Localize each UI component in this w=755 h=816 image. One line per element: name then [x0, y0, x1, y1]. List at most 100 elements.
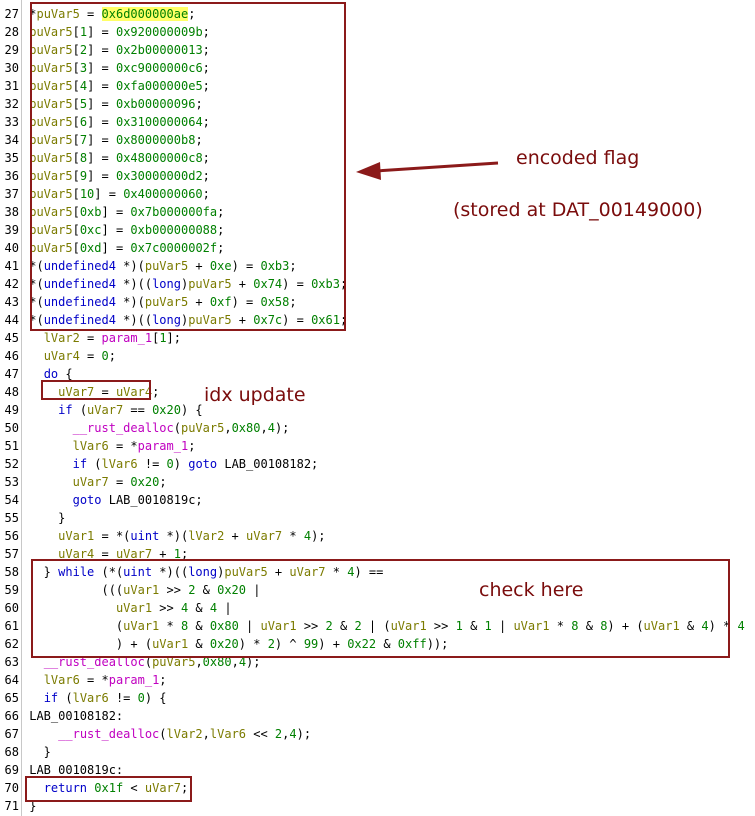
number-token: 0x22	[347, 637, 377, 651]
code-text: }	[29, 565, 59, 579]
line-number: 66	[4, 709, 19, 723]
code-text: +	[231, 277, 254, 291]
code-line[interactable]: *(undefined4 *)(puVar5 + 0xe) = 0xb3;	[22, 257, 296, 275]
code-text: ) =	[282, 277, 312, 291]
code-line[interactable]: lVar6 = *param_1;	[22, 437, 196, 455]
code-line[interactable]: puVar5[1] = 0x920000009b;	[22, 23, 210, 41]
code-line[interactable]: goto LAB_0010819c;	[22, 491, 203, 509]
number-token: 5	[79, 97, 88, 111]
variable-token: puVar5	[29, 115, 73, 129]
code-line[interactable]: }	[22, 797, 36, 815]
check-here-box	[31, 559, 730, 658]
number-token: 0x80	[231, 421, 261, 435]
code-line[interactable]: }	[22, 509, 65, 527]
code-line[interactable]: puVar5[6] = 0x3100000064;	[22, 113, 210, 131]
code-line[interactable]: *puVar5 = 0x6d000000ae;	[22, 5, 195, 23]
code-text: [	[72, 25, 80, 39]
number-token: 0xff	[397, 637, 427, 651]
code-line[interactable]: LAB_00108182:	[22, 707, 123, 725]
code-line[interactable]: __rust_dealloc(lVar2,lVar6 << 2,4);	[22, 725, 311, 743]
code-text: (((	[29, 583, 124, 597]
code-line[interactable]: __rust_dealloc(puVar5,0x80,4);	[22, 419, 290, 437]
code-line[interactable]: puVar5[0xb] = 0x7b000000fa;	[22, 203, 224, 221]
line-number: 32	[4, 97, 19, 111]
code-line[interactable]: *(undefined4 *)(puVar5 + 0xf) = 0x58;	[22, 293, 296, 311]
code-text: );	[311, 529, 326, 543]
code-line[interactable]: puVar5[5] = 0xb00000096;	[22, 95, 202, 113]
code-line[interactable]: if (lVar6 != 0) goto LAB_00108182;	[22, 455, 319, 473]
code-text: ,	[282, 727, 290, 741]
variable-token: lVar2	[188, 529, 225, 543]
code-text: *	[159, 619, 181, 633]
code-line[interactable]: uVar7 = 0x20;	[22, 473, 167, 491]
code-line[interactable]: puVar5[2] = 0x2b00000013;	[22, 41, 210, 59]
code-line[interactable]: do {	[22, 365, 73, 383]
code-line[interactable]: if (uVar7 == 0x20) {	[22, 401, 203, 419]
code-line[interactable]: *(undefined4 *)((long)puVar5 + 0x74) = 0…	[22, 275, 347, 293]
code-line[interactable]: lVar6 = *param_1;	[22, 671, 167, 689]
code-text: (	[72, 403, 88, 417]
code-line[interactable]: puVar5[0xc] = 0xb000000088;	[22, 221, 224, 239]
number-token: 2	[188, 583, 196, 597]
code-line[interactable]: (((uVar1 >> 2 & 0x20 |	[22, 581, 260, 599]
variable-token: uVar7	[58, 385, 95, 399]
variable-token: uVar7	[115, 547, 153, 561]
code-text: &	[188, 637, 210, 651]
code-text: ] =	[101, 205, 131, 219]
number-token: 7	[79, 133, 88, 147]
code-line[interactable]: __rust_dealloc(puVar5,0x80,4);	[22, 653, 261, 671]
code-text: ) ^	[274, 637, 304, 651]
code-text: ] =	[87, 133, 116, 147]
code-line[interactable]: } while (*(uint *)((long)puVar5 + uVar7 …	[22, 563, 384, 581]
keyword-token: while	[58, 565, 95, 579]
code-text	[29, 349, 43, 363]
code-line[interactable]: uVar4 = uVar7 + 1;	[22, 545, 188, 563]
line-number: 48	[4, 385, 19, 399]
code-line[interactable]: puVar5[3] = 0xc9000000c6;	[22, 59, 210, 77]
variable-token: puVar5	[144, 259, 189, 273]
code-line[interactable]: puVar5[4] = 0xfa000000e5;	[22, 77, 210, 95]
number-token: 8	[180, 619, 189, 633]
number-token: 2	[79, 43, 88, 57]
number-token: 4	[737, 619, 745, 633]
code-line[interactable]: (uVar1 * 8 & 0x80 | uVar1 >> 2 & 2 | (uV…	[22, 617, 745, 635]
variable-token: lVar2	[166, 727, 203, 741]
code-line[interactable]: uVar1 = *(uint *)(lVar2 + uVar7 * 4);	[22, 527, 326, 545]
variable-token: uVar1	[152, 637, 189, 651]
code-line[interactable]: LAB_0010819c:	[22, 761, 123, 779]
code-line[interactable]: return 0x1f < uVar7;	[22, 779, 189, 797]
number-token: 2	[267, 637, 275, 651]
code-line[interactable]: *(undefined4 *)((long)puVar5 + 0x7c) = 0…	[22, 311, 347, 329]
code-line[interactable]: uVar4 = 0;	[22, 347, 116, 365]
code-line[interactable]: if (lVar6 != 0) {	[22, 689, 167, 707]
code-line[interactable]: lVar2 = param_1[1];	[22, 329, 181, 347]
keyword-token: if	[43, 691, 59, 705]
code-text: LAB_00108182:	[29, 709, 124, 723]
number-token: 0xf	[209, 295, 232, 309]
code-text: [	[72, 151, 80, 165]
code-line[interactable]: puVar5[8] = 0x48000000c8;	[22, 149, 210, 167]
code-line[interactable]: puVar5[9] = 0x30000000d2;	[22, 167, 210, 185]
code-text: = *	[108, 439, 138, 453]
code-line[interactable]: uVar1 >> 4 & 4 |	[22, 599, 232, 617]
code-text: (	[144, 655, 153, 669]
code-line[interactable]: ) + (uVar1 & 0x20) * 2) ^ 99) + 0x22 & 0…	[22, 635, 448, 653]
code-text: &	[376, 637, 398, 651]
code-line[interactable]: }	[22, 743, 51, 761]
code-text	[29, 403, 58, 417]
code-text: =	[79, 349, 102, 363]
code-text: ;	[202, 25, 210, 39]
keyword-token: goto	[188, 457, 218, 471]
code-text: ,	[231, 655, 239, 669]
variable-token: lVar6	[101, 457, 138, 471]
arrow-icon	[356, 161, 499, 180]
code-text: ;	[159, 673, 167, 687]
code-line[interactable]: puVar5[7] = 0x8000000b8;	[22, 131, 202, 149]
code-text: >>	[296, 619, 326, 633]
code-line[interactable]: puVar5[10] = 0x400000060;	[22, 185, 210, 203]
line-number: 37	[4, 187, 19, 201]
code-text: ) + (	[607, 619, 644, 633]
code-line[interactable]: puVar5[0xd] = 0x7c0000002f;	[22, 239, 224, 257]
line-number: 64	[4, 673, 19, 687]
code-line[interactable]: uVar7 = uVar4;	[22, 383, 159, 401]
